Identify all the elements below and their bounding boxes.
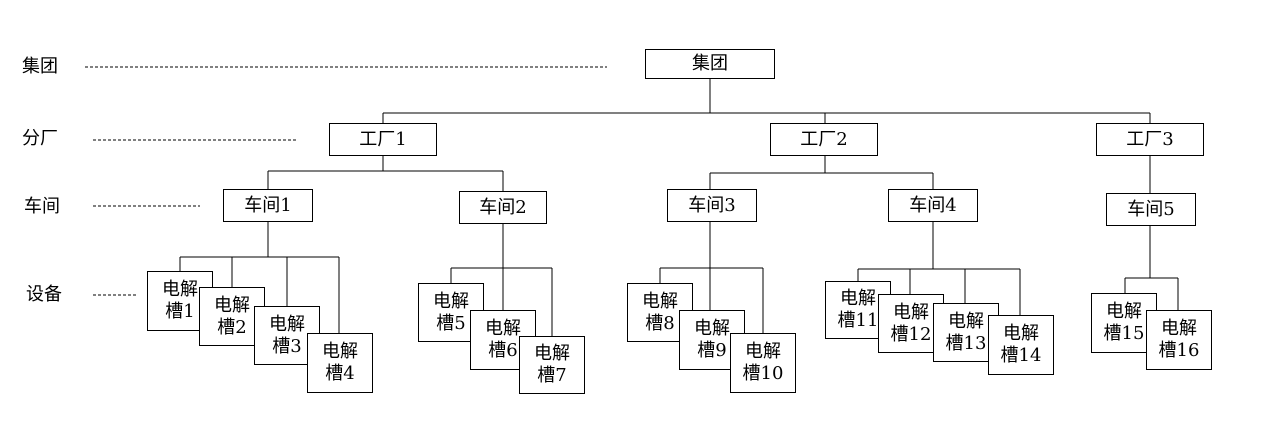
node-device-10: 电解 槽10 <box>730 333 796 393</box>
device-label-top: 电解 <box>162 279 198 300</box>
node-factory-3: 工厂3 <box>1096 123 1204 156</box>
node-factory-2: 工厂2 <box>770 123 878 156</box>
device-label-bottom: 槽5 <box>436 312 466 334</box>
device-label-top: 电解 <box>534 343 570 364</box>
device-label-top: 电解 <box>485 318 521 339</box>
device-label-top: 电解 <box>1003 323 1039 344</box>
device-label-bottom: 槽4 <box>325 363 355 384</box>
device-label-top: 电解 <box>214 294 250 316</box>
device-label-top: 电解 <box>893 301 929 323</box>
device-label-top: 电解 <box>948 310 984 332</box>
device-label-bottom: 槽13 <box>945 332 987 354</box>
level-label-workshop: 车间 <box>24 196 60 217</box>
device-label-top: 电解 <box>1106 301 1142 322</box>
device-label-bottom: 槽10 <box>742 363 784 384</box>
device-label-bottom: 槽6 <box>488 340 518 361</box>
node-device-7: 电解 槽7 <box>519 336 585 394</box>
level-label-group: 集团 <box>22 56 58 77</box>
device-label-top: 电解 <box>745 341 781 362</box>
device-label-top: 电解 <box>1161 318 1197 339</box>
node-device-4: 电解 槽4 <box>307 333 373 393</box>
device-label-bottom: 槽1 <box>165 301 195 322</box>
level-label-equipment: 设备 <box>26 284 62 305</box>
device-label-bottom: 槽9 <box>697 340 727 361</box>
node-group: 集团 <box>645 49 775 79</box>
device-label-bottom: 槽12 <box>890 323 932 345</box>
device-label-top: 电解 <box>642 290 678 312</box>
device-label-top: 电解 <box>433 290 469 312</box>
device-label-top: 电解 <box>694 318 730 339</box>
device-label-bottom: 槽7 <box>537 365 567 386</box>
device-label-bottom: 槽15 <box>1103 323 1145 344</box>
node-workshop-4: 车间4 <box>888 189 978 222</box>
device-label-top: 电解 <box>840 288 876 309</box>
node-workshop-5: 车间5 <box>1106 193 1196 226</box>
node-workshop-1: 车间1 <box>223 189 313 222</box>
node-workshop-3: 车间3 <box>667 189 757 222</box>
device-label-bottom: 槽3 <box>272 335 302 357</box>
device-label-bottom: 槽2 <box>217 316 247 338</box>
device-label-bottom: 槽11 <box>837 310 879 331</box>
node-device-14: 电解 槽14 <box>988 315 1054 375</box>
device-label-top: 电解 <box>269 313 305 335</box>
node-factory-1: 工厂1 <box>329 123 437 156</box>
device-label-bottom: 槽14 <box>1000 345 1042 366</box>
level-label-factory: 分厂 <box>22 128 58 149</box>
device-label-bottom: 槽8 <box>645 312 675 334</box>
device-label-bottom: 槽16 <box>1158 340 1200 361</box>
node-device-16: 电解 槽16 <box>1146 310 1212 370</box>
node-workshop-2: 车间2 <box>459 191 547 224</box>
device-label-top: 电解 <box>322 341 358 362</box>
